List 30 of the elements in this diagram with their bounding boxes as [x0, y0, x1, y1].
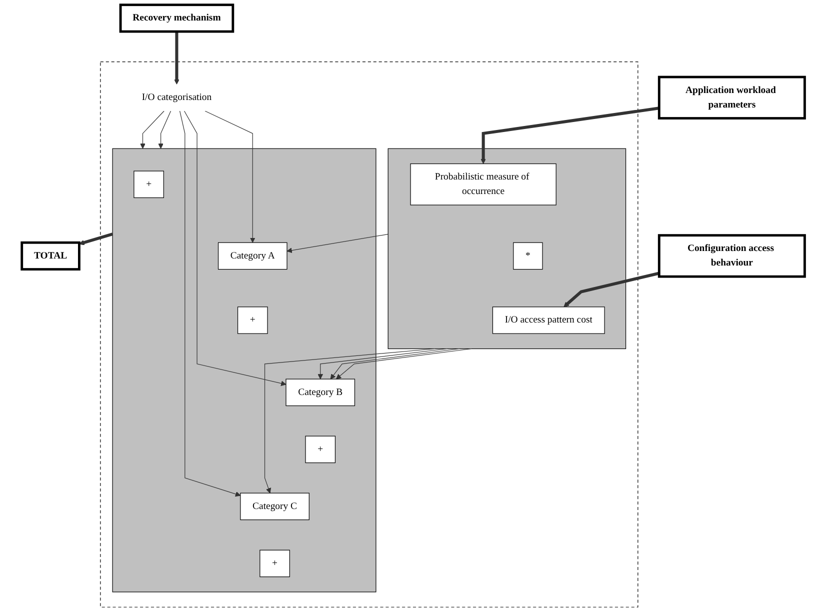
arrow [564, 272, 660, 308]
arrow [180, 110, 241, 497]
arrow [79, 232, 114, 246]
node-box: Category B [286, 378, 356, 406]
node-box: * [513, 242, 544, 270]
node-box: + [238, 306, 268, 334]
cluster [100, 62, 638, 608]
arrow [140, 110, 165, 149]
arrow [204, 110, 256, 243]
arrow [264, 348, 436, 494]
arrow [318, 348, 448, 380]
node-box: I/O access pattern cost [492, 306, 606, 334]
node-box: TOTAL [20, 241, 81, 270]
cluster [112, 148, 376, 592]
node-text: I/O categorisation [142, 92, 212, 103]
node-box: + [305, 436, 336, 464]
node-box: Probabilistic measure of occurrence [410, 163, 557, 206]
arrow [286, 234, 389, 253]
node-box: Category A [218, 242, 288, 270]
node-box: + [134, 170, 164, 198]
node-box: Configuration access behaviour [658, 234, 806, 278]
arrow [158, 110, 172, 149]
node-box: Application workload parameters [658, 76, 806, 120]
arrow [184, 110, 286, 386]
node-box: Recovery mechanism [120, 4, 234, 33]
node-box: Category C [240, 492, 310, 520]
arrow [174, 32, 180, 85]
cluster [388, 148, 626, 350]
arrow [480, 106, 660, 164]
node-box: + [260, 550, 290, 578]
